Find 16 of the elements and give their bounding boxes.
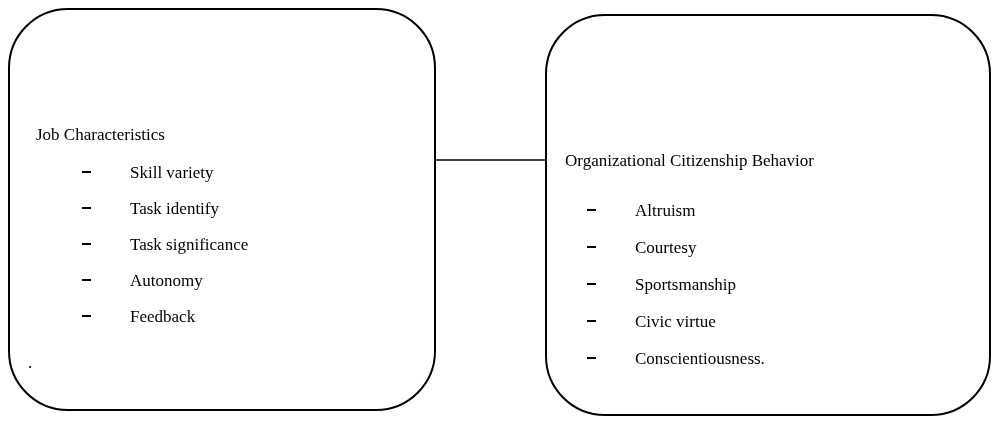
list-item: Feedback (130, 306, 196, 328)
list-item: Conscientiousness. (635, 348, 765, 370)
list-item: Sportsmanship (635, 274, 737, 296)
list-item: Task identify (130, 198, 219, 220)
rounded-box (8, 8, 436, 411)
list-item: Autonomy (130, 270, 203, 292)
list-item: Courtesy (635, 237, 697, 259)
connector-line (435, 159, 546, 161)
list-item: Skill variety (130, 162, 214, 184)
stray-mark: . (28, 352, 33, 374)
list-item: Civic virtue (635, 311, 716, 333)
rounded-box (545, 14, 991, 416)
list-item: Task significance (130, 234, 249, 256)
list-item: Altruism (635, 200, 696, 222)
box-heading: Job Characteristics (36, 124, 165, 146)
box-heading: Organizational Citizenship Behavior (565, 150, 814, 172)
